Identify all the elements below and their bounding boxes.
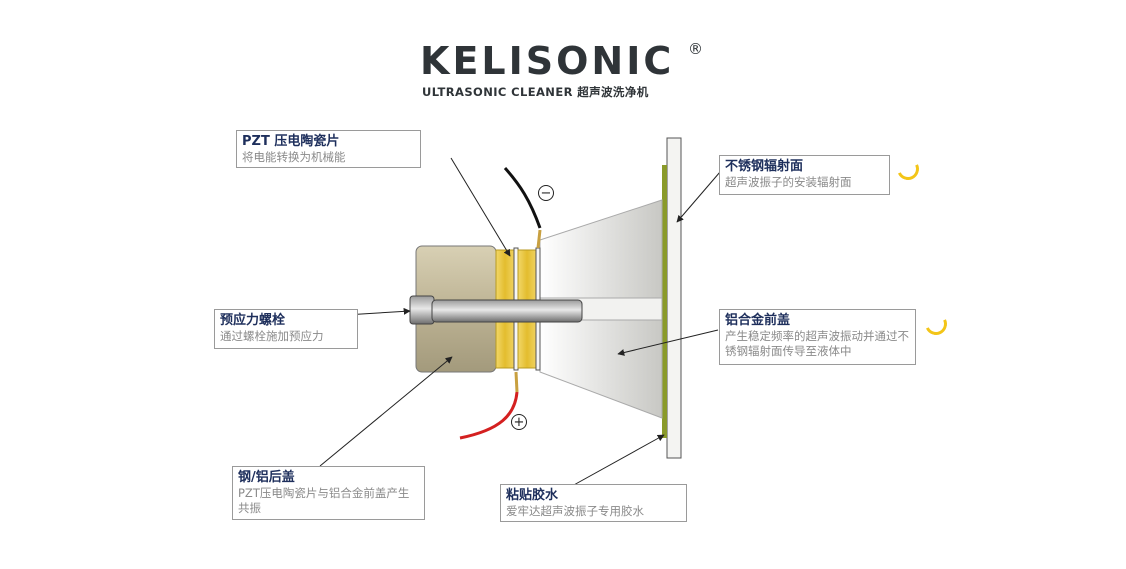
backcover-leader xyxy=(319,356,453,467)
label-aluminum: 铝合金前盖 产生稳定频率的超声波振动并通过不锈钢辐射面传导至液体中 xyxy=(719,309,916,365)
label-pzt-desc: 将电能转换为机械能 xyxy=(242,150,346,164)
pzt-leader xyxy=(450,157,511,257)
registered-mark: ® xyxy=(688,40,703,58)
label-aluminum-desc: 产生稳定频率的超声波振动并通过不锈钢辐射面传导至液体中 xyxy=(725,329,909,358)
label-stainless-title: 不锈钢辐射面 xyxy=(725,159,804,174)
glue-leader xyxy=(571,434,665,487)
stainless-leader xyxy=(676,171,721,223)
bolt-shaft xyxy=(431,299,583,323)
label-stainless-desc: 超声波振子的安装辐射面 xyxy=(725,175,852,189)
label-bolt: 预应力螺栓 通过螺栓施加预应力 xyxy=(214,309,358,349)
glue-layer xyxy=(662,165,667,438)
positive-wire-tip xyxy=(514,371,519,393)
positive-wire xyxy=(459,391,519,440)
label-stainless: 不锈钢辐射面 超声波振子的安装辐射面 xyxy=(719,155,890,195)
label-pzt: PZT 压电陶瓷片 将电能转换为机械能 xyxy=(236,130,421,168)
label-glue-desc: 爱牢达超声波振子专用胶水 xyxy=(506,504,644,518)
label-backcover-desc: PZT压电陶瓷片与铝合金前盖产生共振 xyxy=(238,486,410,515)
negative-wire-tip xyxy=(536,229,542,249)
brand-logo: KELISONIC xyxy=(420,39,675,83)
positive-terminal-icon: + xyxy=(511,414,527,430)
label-pzt-title: PZT 压电陶瓷片 xyxy=(242,134,340,149)
label-glue: 粘贴胶水 爱牢达超声波振子专用胶水 xyxy=(500,484,687,522)
negative-terminal-icon: − xyxy=(538,185,554,201)
brand-subtitle: ULTRASONIC CLEANER 超声波洗净机 xyxy=(422,85,649,99)
aluminum-leader xyxy=(617,329,719,356)
label-aluminum-title: 铝合金前盖 xyxy=(725,313,791,328)
label-backcover-title: 钢/铝后盖 xyxy=(238,470,295,485)
label-bolt-desc: 通过螺栓施加预应力 xyxy=(220,329,324,343)
label-backcover: 钢/铝后盖 PZT压电陶瓷片与铝合金前盖产生共振 xyxy=(232,466,425,520)
negative-wire xyxy=(503,167,542,229)
stainless-plate xyxy=(666,137,682,459)
label-glue-title: 粘贴胶水 xyxy=(506,488,559,503)
label-bolt-title: 预应力螺栓 xyxy=(220,313,286,328)
bolt-head xyxy=(409,295,435,325)
